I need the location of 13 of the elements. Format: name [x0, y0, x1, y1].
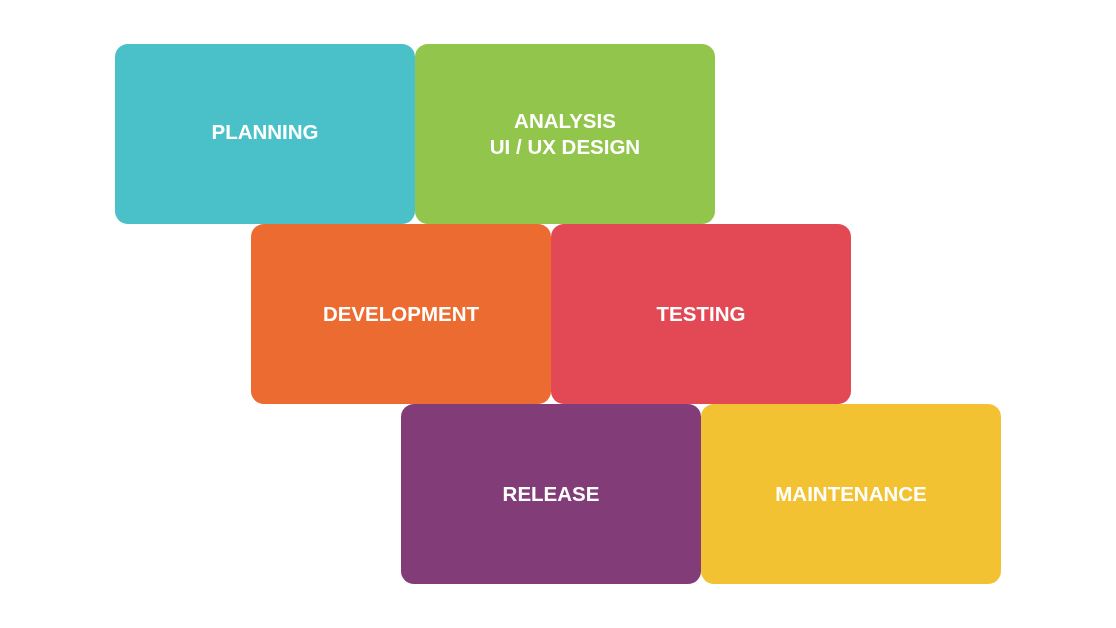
stage-tile [701, 404, 1001, 584]
stage-tile [115, 44, 415, 224]
stage-tile [251, 224, 551, 404]
stage-tile [415, 44, 715, 224]
stage-label: ANALYSIS [514, 108, 616, 134]
stage-label: RELEASE [502, 481, 600, 507]
stage-label: MAINTENANCE [775, 481, 927, 507]
stage-label: DEVELOPMENT [322, 301, 479, 327]
stage-tile [401, 404, 701, 584]
stage-tile [551, 224, 851, 404]
stage-label: PLANNING [211, 119, 319, 145]
stage-label: UI / UX DESIGN [489, 134, 641, 160]
stage-label: TESTING [656, 301, 746, 327]
